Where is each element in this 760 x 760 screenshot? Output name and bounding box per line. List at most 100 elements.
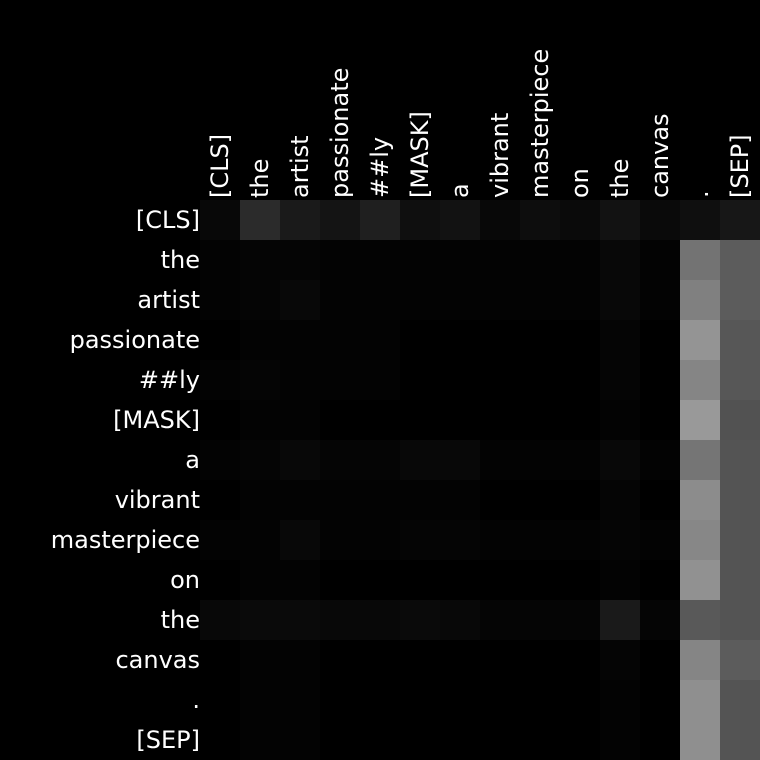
heatmap-cell-r0-c7 <box>480 200 520 240</box>
heatmap-cell-r9-c0 <box>200 560 240 600</box>
heatmap-cell-r4-c8 <box>520 360 560 400</box>
heatmap-cell-r0-c8 <box>520 200 560 240</box>
x-tick-label-5: [MASK] <box>406 111 434 198</box>
heatmap-cell-r0-c5 <box>400 200 440 240</box>
heatmap-cell-r2-c0 <box>200 280 240 320</box>
heatmap-cell-r10-c13 <box>720 600 760 640</box>
heatmap-cell-r3-c7 <box>480 320 520 360</box>
y-tick-label-6: a <box>185 446 200 474</box>
heatmap-cell-r2-c7 <box>480 280 520 320</box>
y-tick-label-3: passionate <box>70 326 200 354</box>
heatmap-cell-r1-c3 <box>320 240 360 280</box>
heatmap-cell-r13-c3 <box>320 720 360 760</box>
heatmap-cell-r5-c12 <box>680 400 720 440</box>
heatmap-cell-r6-c8 <box>520 440 560 480</box>
heatmap-cell-r11-c9 <box>560 640 600 680</box>
heatmap-cell-r8-c11 <box>640 520 680 560</box>
heatmap-cell-r0-c3 <box>320 200 360 240</box>
heatmap-cell-r2-c10 <box>600 280 640 320</box>
heatmap-cell-r12-c3 <box>320 680 360 720</box>
heatmap-cell-r8-c1 <box>240 520 280 560</box>
heatmap-cell-r6-c6 <box>440 440 480 480</box>
heatmap-cell-r3-c10 <box>600 320 640 360</box>
heatmap-cell-r5-c11 <box>640 400 680 440</box>
heatmap-cell-r12-c2 <box>280 680 320 720</box>
heatmap-cell-r10-c9 <box>560 600 600 640</box>
y-tick-label-0: [CLS] <box>136 206 200 234</box>
heatmap-cell-r7-c11 <box>640 480 680 520</box>
heatmap-cell-r3-c4 <box>360 320 400 360</box>
heatmap-cell-r3-c1 <box>240 320 280 360</box>
y-tick-label-13: [SEP] <box>136 726 200 754</box>
heatmap-cell-r10-c6 <box>440 600 480 640</box>
heatmap-cell-r0-c13 <box>720 200 760 240</box>
heatmap-cell-r7-c4 <box>360 480 400 520</box>
heatmap-cell-r6-c13 <box>720 440 760 480</box>
heatmap-cell-r3-c0 <box>200 320 240 360</box>
heatmap-cell-r13-c13 <box>720 720 760 760</box>
y-tick-label-8: masterpiece <box>51 526 200 554</box>
heatmap-cell-r12-c9 <box>560 680 600 720</box>
heatmap-cell-r12-c13 <box>720 680 760 720</box>
heatmap-cell-r8-c13 <box>720 520 760 560</box>
heatmap-cell-r11-c7 <box>480 640 520 680</box>
x-tick-label-7: vibrant <box>486 113 514 198</box>
heatmap-cell-r5-c7 <box>480 400 520 440</box>
heatmap-cell-r0-c0 <box>200 200 240 240</box>
heatmap-cell-r11-c5 <box>400 640 440 680</box>
heatmap-cell-r6-c10 <box>600 440 640 480</box>
heatmap-cell-r6-c7 <box>480 440 520 480</box>
heatmap-cell-r5-c13 <box>720 400 760 440</box>
heatmap-cell-r9-c7 <box>480 560 520 600</box>
heatmap-cell-r11-c4 <box>360 640 400 680</box>
y-tick-label-12: . <box>192 686 200 714</box>
heatmap-cell-r9-c1 <box>240 560 280 600</box>
heatmap-cell-r4-c5 <box>400 360 440 400</box>
heatmap-cell-r13-c1 <box>240 720 280 760</box>
heatmap-cell-r9-c6 <box>440 560 480 600</box>
heatmap-cell-r7-c6 <box>440 480 480 520</box>
heatmap-cell-r1-c5 <box>400 240 440 280</box>
heatmap-cell-r11-c1 <box>240 640 280 680</box>
heatmap-cell-r3-c13 <box>720 320 760 360</box>
heatmap-cell-r0-c6 <box>440 200 480 240</box>
heatmap-cell-r6-c1 <box>240 440 280 480</box>
y-tick-label-4: ##ly <box>139 366 200 394</box>
heatmap-cell-r11-c8 <box>520 640 560 680</box>
heatmap-cell-r5-c10 <box>600 400 640 440</box>
heatmap-cell-r7-c2 <box>280 480 320 520</box>
heatmap-cell-r9-c13 <box>720 560 760 600</box>
heatmap-cell-r13-c10 <box>600 720 640 760</box>
heatmap-cell-r13-c7 <box>480 720 520 760</box>
heatmap-cell-r4-c9 <box>560 360 600 400</box>
heatmap-cell-r6-c3 <box>320 440 360 480</box>
heatmap-cell-r8-c12 <box>680 520 720 560</box>
heatmap-cell-r3-c8 <box>520 320 560 360</box>
heatmap-cell-r13-c12 <box>680 720 720 760</box>
heatmap-cell-r1-c7 <box>480 240 520 280</box>
heatmap-cell-r8-c10 <box>600 520 640 560</box>
heatmap-cell-r1-c0 <box>200 240 240 280</box>
heatmap-cell-r13-c0 <box>200 720 240 760</box>
heatmap-cell-r6-c12 <box>680 440 720 480</box>
heatmap-cell-r12-c11 <box>640 680 680 720</box>
x-tick-label-12: . <box>686 190 714 198</box>
heatmap-cell-r10-c5 <box>400 600 440 640</box>
heatmap-cell-r11-c10 <box>600 640 640 680</box>
heatmap-cell-r2-c8 <box>520 280 560 320</box>
heatmap-cell-r8-c6 <box>440 520 480 560</box>
x-tick-label-8: masterpiece <box>526 49 554 198</box>
heatmap-cell-r5-c5 <box>400 400 440 440</box>
y-axis-tick-labels: [CLS]theartistpassionate##ly[MASK]avibra… <box>51 206 200 754</box>
heatmap-cell-r8-c0 <box>200 520 240 560</box>
heatmap-cell-r3-c6 <box>440 320 480 360</box>
heatmap-cell-r2-c1 <box>240 280 280 320</box>
heatmap-cell-r6-c11 <box>640 440 680 480</box>
heatmap-cell-r10-c10 <box>600 600 640 640</box>
y-tick-label-7: vibrant <box>115 486 200 514</box>
heatmap-cell-r1-c12 <box>680 240 720 280</box>
heatmap-cell-r9-c11 <box>640 560 680 600</box>
heatmap-cell-r13-c2 <box>280 720 320 760</box>
